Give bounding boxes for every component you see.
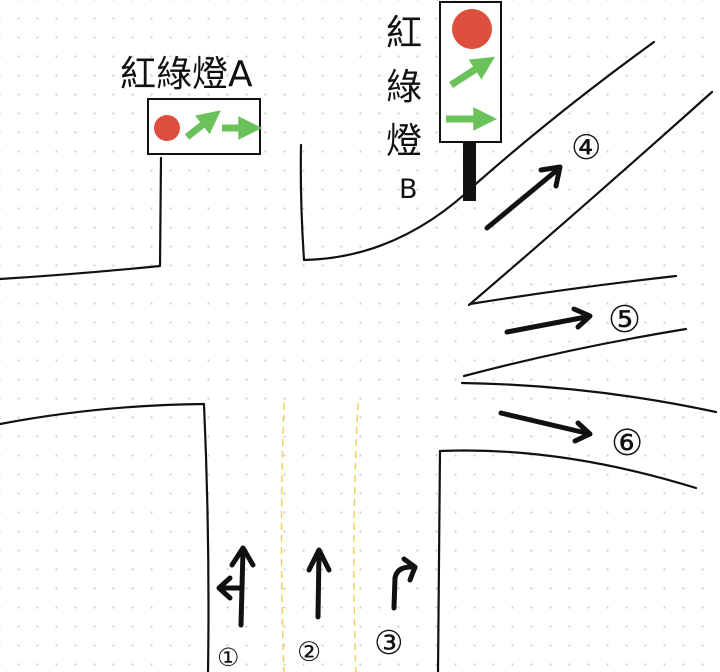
lane-3-label: ③ (374, 623, 404, 662)
signal-b-label-char-3: 燈 (386, 121, 422, 162)
lane3-right-turn-arrow-icon (391, 556, 418, 611)
lane-divider-left (280, 402, 285, 672)
signal-b-label-char-2: 綠 (386, 67, 422, 108)
traffic-signal-b: 紅 綠 燈 B (386, 1, 502, 205)
road-edge-bottom-right (436, 449, 698, 672)
lane6-right-arrow-icon (498, 410, 593, 444)
road-edge-diagonal-lower (467, 90, 714, 307)
signal-b-red-light (452, 9, 492, 49)
traffic-signal-a: 紅綠燈A (120, 54, 263, 155)
lane-5-label: ⑤ (608, 298, 641, 341)
lane2-straight-arrow-icon (306, 547, 332, 620)
lane5-right-arrow-icon (504, 306, 593, 335)
road-edge-lane6-top (460, 381, 718, 414)
signal-a-red-light (154, 115, 180, 141)
road-edge-top-center (299, 40, 656, 262)
lane-1-label: ① (217, 643, 239, 672)
signal-a-diagonal-arrow-icon (184, 110, 221, 140)
signal-a-label: 紅綠燈A (120, 54, 253, 95)
road-outlines (0, 40, 718, 672)
road-edge-lane5-top (468, 274, 678, 306)
lane-divider-right (353, 402, 359, 672)
signal-b-label-letter: B (399, 174, 418, 205)
lane-6-label: ⑥ (611, 423, 643, 464)
signal-b-diagonal-arrow-icon (449, 56, 496, 88)
road-edge-top-left (0, 156, 163, 281)
lane-4-label: ④ (571, 128, 601, 168)
lane1-left-straight-arrow-icon (216, 545, 256, 628)
road-edge-bottom-left (0, 402, 210, 672)
road-edge-lane5-bottom (462, 327, 688, 378)
lane4-diagonal-arrow-icon (484, 164, 563, 231)
signal-b-label-char-1: 紅 (386, 13, 422, 54)
lane-2-label: ② (297, 637, 321, 668)
signal-b-pole (463, 143, 476, 201)
